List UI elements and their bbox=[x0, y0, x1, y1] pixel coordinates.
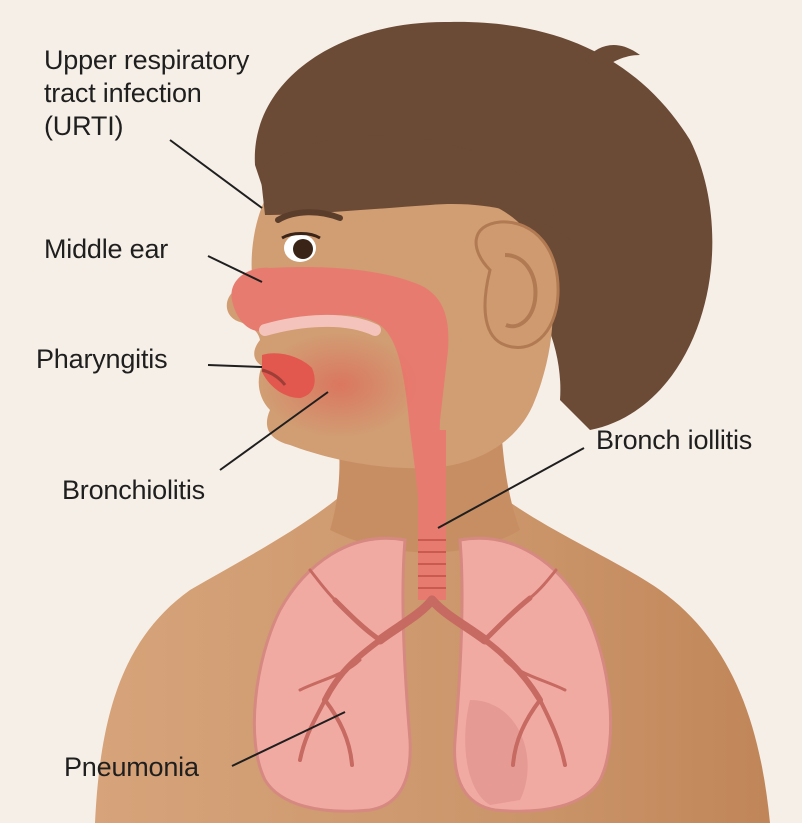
label-bronchiolitis-left: Bronchiolitis bbox=[62, 474, 205, 507]
label-pneumonia: Pneumonia bbox=[64, 751, 199, 784]
label-bronchiolitis-right: Bronch iollitis bbox=[596, 424, 752, 457]
label-urti-line-1: Upper respiratory bbox=[44, 44, 334, 77]
label-urti-line-2: tract infection bbox=[44, 77, 334, 110]
label-middle-ear: Middle ear bbox=[44, 233, 168, 266]
label-urti: Upper respiratory tract infection (URTI) bbox=[44, 44, 334, 143]
label-urti-line-3: (URTI) bbox=[44, 110, 334, 143]
trachea bbox=[418, 430, 446, 600]
label-pharyngitis: Pharyngitis bbox=[36, 343, 167, 376]
eye-pupil bbox=[293, 239, 313, 259]
